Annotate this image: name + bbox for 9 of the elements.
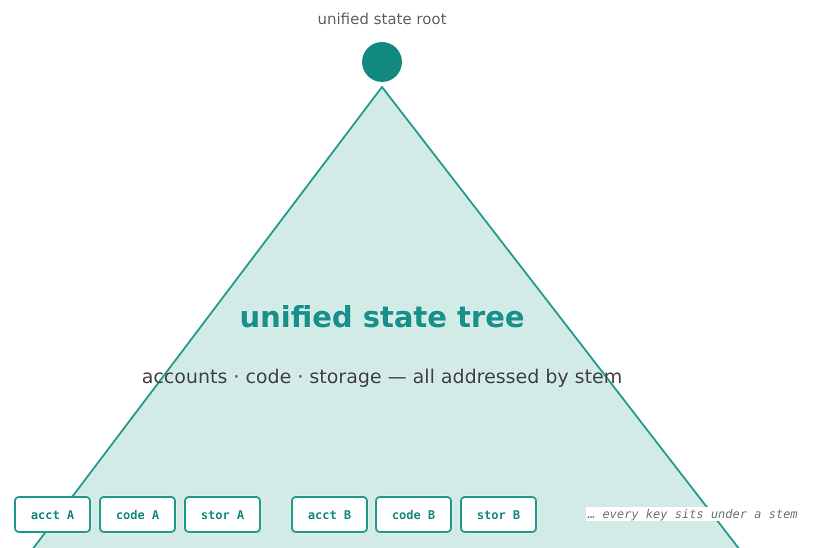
- key-box: stor B: [460, 496, 537, 533]
- key-box: stor A: [184, 496, 261, 533]
- key-box: acct A: [14, 496, 91, 533]
- key-box: code B: [375, 496, 452, 533]
- note-text: … every key sits under a stem: [586, 507, 800, 521]
- key-box: acct B: [291, 496, 368, 533]
- key-box: code A: [99, 496, 176, 533]
- tree-title: unified state tree: [239, 300, 525, 334]
- root-label: unified state root: [318, 10, 446, 28]
